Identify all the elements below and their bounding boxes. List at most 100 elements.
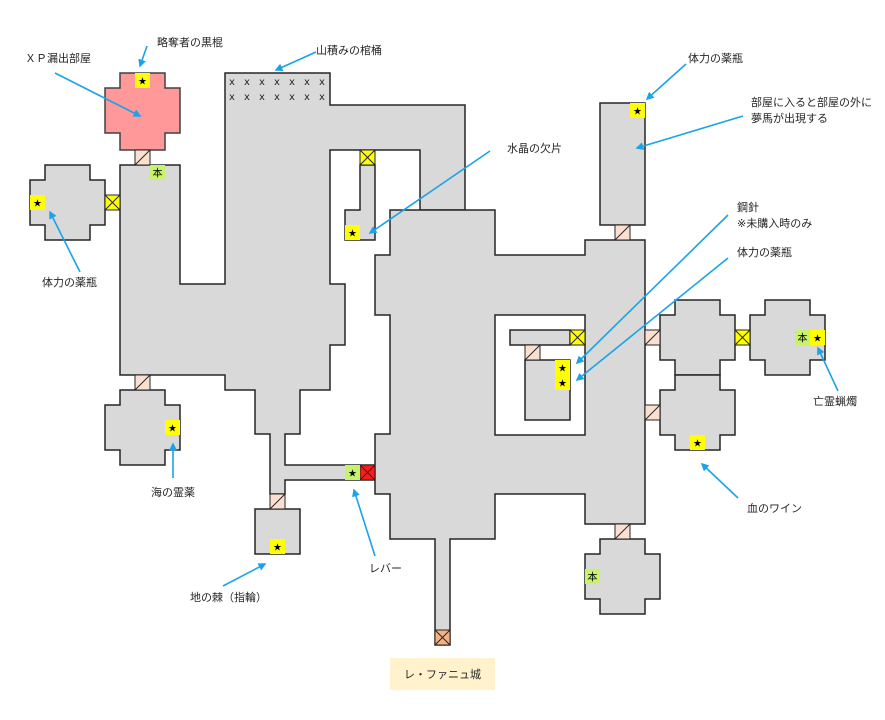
crate-icon: x bbox=[274, 92, 280, 103]
label-vitality-top: 体力の薬瓶 bbox=[688, 52, 743, 65]
arrow-crates bbox=[274, 51, 317, 72]
label-nightmare-2: 夢馬が出現する bbox=[751, 112, 828, 125]
item-marker: ★ bbox=[690, 435, 705, 450]
arrow-crystal bbox=[368, 150, 491, 234]
star-icon: ★ bbox=[693, 439, 702, 450]
room-ghost-candle bbox=[749, 299, 826, 376]
crate-icon: x bbox=[304, 92, 310, 103]
map-title: レ・ファニュ城 bbox=[390, 658, 495, 690]
crate-icon: x bbox=[229, 77, 235, 88]
inner-corridor bbox=[509, 329, 571, 346]
item-marker: ★ bbox=[345, 225, 360, 240]
book-marker: 本 bbox=[585, 569, 600, 584]
room-sea-elixir bbox=[104, 389, 181, 466]
crate-icon: x bbox=[319, 77, 325, 88]
label-vitality-left: 体力の薬瓶 bbox=[42, 276, 97, 289]
crate-icon: x bbox=[229, 92, 235, 103]
arrow-looter-club bbox=[138, 45, 148, 68]
item-marker: ★ bbox=[135, 73, 150, 88]
arrow-vitality-right bbox=[575, 257, 729, 382]
book-marker: 本 bbox=[150, 165, 165, 180]
star-icon: ★ bbox=[813, 334, 822, 345]
label-vitality-right: 体力の薬瓶 bbox=[737, 246, 792, 259]
star-icon: ★ bbox=[558, 379, 567, 390]
label-lever: レバー bbox=[369, 562, 402, 575]
door[interactable] bbox=[134, 374, 151, 391]
entrance-gate[interactable] bbox=[434, 629, 451, 646]
arrow-needle bbox=[575, 214, 729, 365]
lever-gate[interactable] bbox=[359, 464, 376, 481]
label-looter-club: 略奪者の黒棍 bbox=[157, 36, 223, 49]
crate-icon: x bbox=[259, 92, 265, 103]
door[interactable] bbox=[524, 344, 541, 361]
star-icon: ★ bbox=[633, 107, 642, 118]
item-marker: ★ bbox=[630, 103, 645, 118]
arrow-vitality-top bbox=[645, 63, 687, 101]
locked-gate[interactable] bbox=[569, 329, 586, 346]
callout-arrows bbox=[49, 45, 839, 587]
door[interactable] bbox=[269, 493, 286, 510]
crate-icon: x bbox=[319, 92, 325, 103]
room-east-upper bbox=[659, 299, 736, 376]
room-main-west bbox=[119, 72, 466, 495]
arrow-lever bbox=[352, 488, 376, 557]
door[interactable] bbox=[614, 224, 631, 241]
crate-icon: x bbox=[289, 92, 295, 103]
locked-gate[interactable] bbox=[104, 194, 121, 211]
crate-icon: x bbox=[244, 92, 250, 103]
book-marker: ★ bbox=[345, 465, 360, 480]
arrow-vitality-left bbox=[49, 210, 81, 273]
locked-gate[interactable] bbox=[734, 329, 751, 346]
label-ghost-candle: 亡霊蝋燭 bbox=[813, 395, 857, 408]
item-marker: ★ bbox=[165, 420, 180, 435]
star-icon: ★ bbox=[558, 364, 567, 375]
arrow-ghost-candle bbox=[817, 346, 839, 392]
room-xp bbox=[104, 72, 181, 151]
star-icon: ★ bbox=[33, 199, 42, 210]
item-marker: ★ bbox=[555, 375, 570, 390]
door[interactable] bbox=[134, 149, 151, 166]
item-markers: ★ 本 ★ ★ ★ ★ ★ 本 ★ ★ ★ ★ ★ 本 bbox=[30, 73, 825, 584]
label-sea-elixir: 海の霊薬 bbox=[151, 486, 195, 499]
crate-icon: x bbox=[304, 77, 310, 88]
doors bbox=[134, 149, 661, 540]
star-icon: ★ bbox=[273, 543, 282, 554]
label-xp-room: ＸＰ漏出部屋 bbox=[25, 52, 91, 65]
room-northeast bbox=[599, 102, 646, 226]
item-marker: ★ bbox=[555, 360, 570, 375]
label-earth-thorn: 地の棘（指輪） bbox=[190, 591, 267, 604]
arrow-blood-wine bbox=[700, 462, 739, 499]
crate-icon: x bbox=[244, 77, 250, 88]
door[interactable] bbox=[644, 329, 661, 346]
lever-icon: ★ bbox=[348, 469, 357, 480]
locked-gate[interactable] bbox=[359, 149, 376, 166]
item-marker: ★ bbox=[270, 539, 285, 554]
room-left-cross bbox=[29, 164, 106, 241]
crate-icon: x bbox=[274, 77, 280, 88]
room-east-lower bbox=[659, 374, 736, 451]
label-crystal: 水晶の欠片 bbox=[507, 142, 562, 155]
item-marker: ★ bbox=[30, 195, 45, 210]
gates bbox=[104, 149, 751, 646]
label-nightmare-1: 部屋に入ると部屋の外に bbox=[751, 96, 872, 109]
book-icon: 本 bbox=[798, 332, 808, 345]
label-needle-1: 鋼針 bbox=[737, 201, 759, 214]
item-marker: ★ bbox=[810, 330, 825, 345]
crate-icon: x bbox=[259, 77, 265, 88]
label-needle-2: ※未購入時のみ bbox=[737, 217, 813, 230]
door[interactable] bbox=[614, 523, 631, 540]
label-blood-wine: 血のワイン bbox=[747, 502, 802, 515]
star-icon: ★ bbox=[348, 229, 357, 240]
arrow-xp-room bbox=[54, 72, 142, 117]
arrow-earth-thorn bbox=[222, 563, 267, 587]
book-icon: 本 bbox=[588, 571, 598, 584]
door[interactable] bbox=[644, 404, 661, 421]
star-icon: ★ bbox=[168, 424, 177, 435]
room-southeast bbox=[584, 538, 661, 615]
book-icon: 本 bbox=[153, 167, 163, 180]
label-crates: 山積みの棺桶 bbox=[316, 44, 382, 57]
crate-icon: x bbox=[289, 77, 295, 88]
arrow-nightmare bbox=[635, 115, 744, 150]
